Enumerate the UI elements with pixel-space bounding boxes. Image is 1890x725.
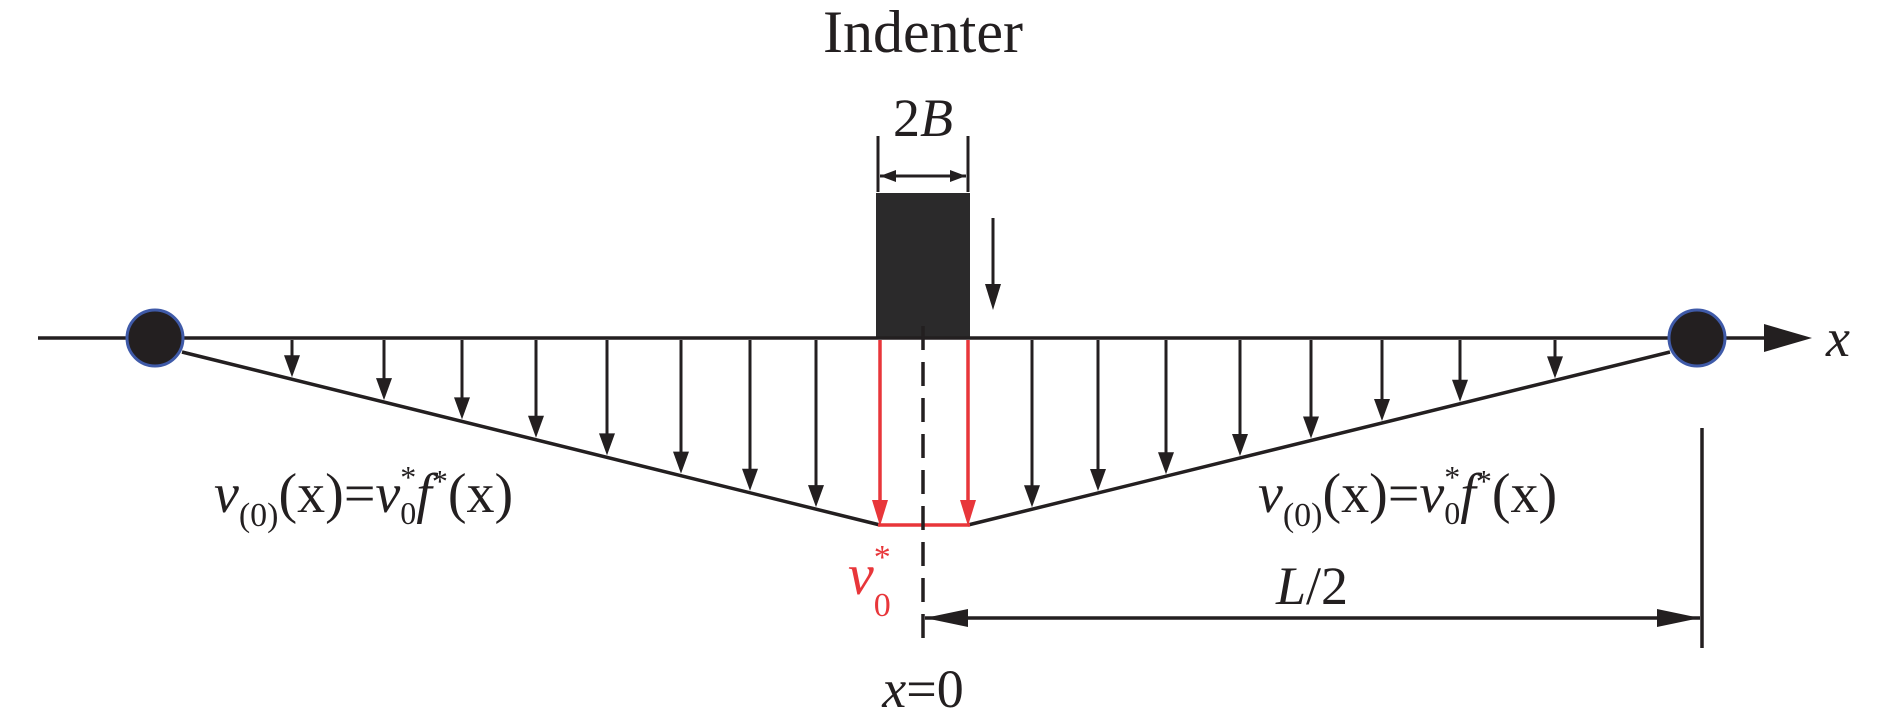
indenter-width-label: 2B (893, 88, 953, 148)
displacement-arrowhead-right-6 (1452, 379, 1468, 402)
profile-formula-left: v(0)(x)=v*0f*(x) (214, 459, 513, 534)
displacement-arrowhead-left-3 (528, 415, 544, 438)
displacement-arrowhead-left-0 (284, 355, 300, 378)
x-axis-label: x (1825, 308, 1850, 368)
peak-displacement-label: v*0 (848, 539, 891, 624)
right-support (1667, 308, 1727, 368)
displacement-arrowhead-right-7 (1547, 356, 1563, 379)
displacement-arrowhead-right-2 (1158, 452, 1174, 475)
indenter-width-dimension (876, 136, 970, 192)
displacement-arrowhead-right-1 (1090, 468, 1106, 491)
indenter-title: Indenter (823, 0, 1023, 65)
x-axis-arrowhead (1764, 324, 1812, 352)
displacement-arrowhead-left-2 (454, 397, 470, 420)
displacement-arrows (284, 340, 1563, 508)
displacement-arrowhead-left-6 (742, 468, 758, 491)
load-arrow (985, 218, 1001, 310)
displacement-arrowhead-right-3 (1232, 433, 1248, 456)
half-span-dimension (925, 609, 1700, 627)
displacement-arrowhead-right-5 (1374, 398, 1390, 421)
half-span-label: L/2 (1275, 556, 1348, 616)
red-arrowhead-left (872, 500, 888, 526)
displacement-arrowhead-left-4 (599, 433, 615, 456)
left-support (125, 308, 185, 368)
displacement-arrowhead-left-1 (376, 378, 392, 401)
displacement-arrowhead-left-5 (673, 451, 689, 474)
profile-formula-right: v(0)(x)=v*0f*(x) (1258, 459, 1557, 534)
displacement-arrowhead-right-4 (1303, 416, 1319, 439)
origin-label: x=0 (881, 659, 963, 719)
displacement-arrowhead-right-0 (1024, 485, 1040, 508)
displacement-arrowhead-left-7 (808, 485, 824, 508)
displacement-profile (181, 350, 1671, 527)
red-arrowhead-right (960, 500, 976, 526)
indenter-block (876, 193, 970, 338)
